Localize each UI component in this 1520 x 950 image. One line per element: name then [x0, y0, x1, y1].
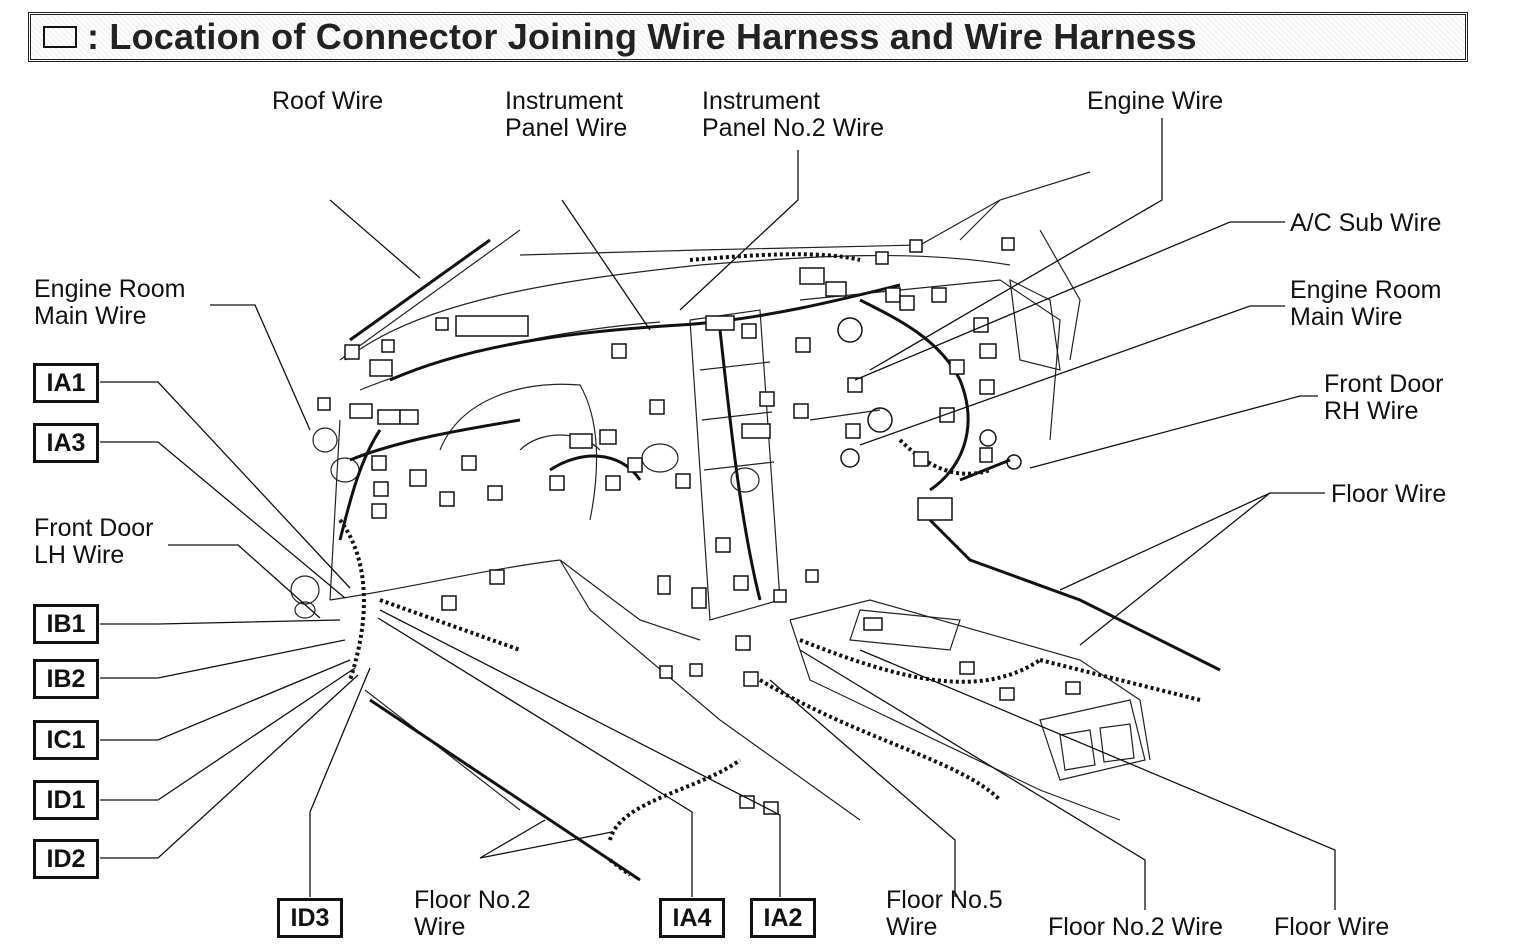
label-roof-wire: Roof Wire — [272, 87, 384, 115]
label-engine-room-main-wire-left: Engine Room Main Wire — [34, 276, 185, 330]
label-line: LH Wire — [34, 541, 125, 569]
label-line: Instrument — [702, 87, 821, 115]
connector-code-ib1: IB1 — [33, 604, 99, 644]
page-title: : Location of Connector Joining Wire Har… — [87, 16, 1197, 57]
connector-code-ib2: IB2 — [33, 659, 99, 699]
label-line: Wire — [886, 913, 938, 941]
label-line: Floor No.5 — [886, 886, 1003, 914]
label-line: Main Wire — [1290, 303, 1403, 331]
label-instrument-panel-wire: Instrument Panel Wire — [505, 88, 627, 142]
connector-code-id2: ID2 — [33, 839, 99, 879]
label-line: Engine Room — [1290, 276, 1442, 304]
connector-code-ia2: IA2 — [750, 898, 816, 938]
label-line: Instrument — [505, 87, 624, 115]
legend-box-icon — [43, 26, 77, 48]
taped-harness-runs — [338, 252, 1201, 877]
label-line: Wire — [414, 913, 466, 941]
label-ac-sub-wire: A/C Sub Wire — [1290, 209, 1442, 237]
connector-code-ia1: IA1 — [33, 363, 99, 403]
leader-lines — [100, 118, 1336, 910]
label-floor-wire-right: Floor Wire — [1331, 480, 1447, 508]
label-line: Main Wire — [34, 302, 147, 330]
label-engine-room-main-wire-right: Engine Room Main Wire — [1290, 277, 1441, 331]
label-line: Engine Room — [34, 275, 186, 303]
label-engine-wire: Engine Wire — [1087, 87, 1224, 115]
label-front-door-rh-wire: Front Door RH Wire — [1324, 371, 1443, 425]
label-floor-no5-wire: Floor No.5 Wire — [886, 887, 1003, 941]
title-bar: : Location of Connector Joining Wire Har… — [28, 12, 1468, 62]
label-line: Front Door — [1324, 370, 1444, 398]
label-floor-no2-wire-right: Floor No.2 Wire — [1048, 913, 1224, 941]
connector-blocks — [317, 237, 1081, 815]
label-line: Panel Wire — [505, 114, 628, 142]
connector-code-ia4: IA4 — [659, 898, 725, 938]
connector-code-ic1: IC1 — [33, 720, 99, 760]
label-line: Front Door — [34, 514, 154, 542]
connector-code-id3: ID3 — [277, 898, 343, 938]
harness-bundles — [338, 238, 1221, 882]
grommets — [837, 317, 1022, 470]
connector-code-ia3: IA3 — [33, 423, 99, 463]
label-line: Floor No.2 — [414, 886, 531, 914]
connector-code-id1: ID1 — [33, 780, 99, 820]
vehicle-outline — [290, 171, 1151, 821]
label-front-door-lh-wire: Front Door LH Wire — [34, 515, 153, 569]
label-instrument-panel-no2-wire: Instrument Panel No.2 Wire — [702, 88, 884, 142]
label-floor-wire-bottom: Floor Wire — [1274, 913, 1390, 941]
label-line: Panel No.2 Wire — [702, 114, 885, 142]
label-floor-no2-wire-bottom: Floor No.2 Wire — [414, 887, 531, 941]
label-line: RH Wire — [1324, 397, 1419, 425]
